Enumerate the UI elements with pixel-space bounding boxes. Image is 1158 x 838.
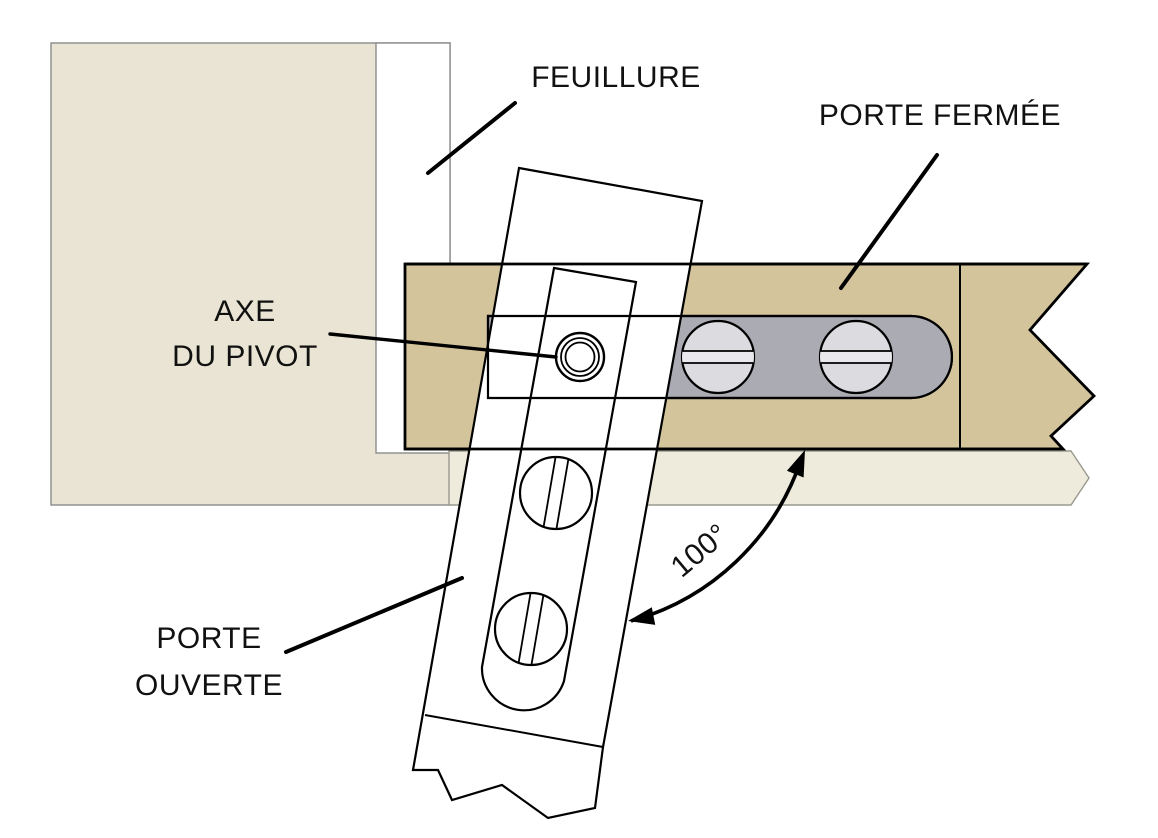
leader-feuillure <box>426 101 517 175</box>
pivot-axis <box>554 331 606 383</box>
screw-slot-lines <box>682 350 754 364</box>
feuillure-label: FEUILLURE <box>531 61 701 94</box>
leader-axe-pivot <box>328 332 558 359</box>
porte-fermee-label: PORTE FERMÉE <box>819 99 1061 132</box>
pivot-inner-circle <box>564 341 596 373</box>
screw-head <box>493 591 569 667</box>
hinge-plate-closed <box>486 314 954 400</box>
arrowhead-up-icon <box>786 450 805 478</box>
screw-open-2 <box>493 591 569 667</box>
porte-ouverte-label-line2: OUVERTE <box>135 669 283 702</box>
angle-arc <box>630 459 803 623</box>
porte-ouverte-label-line1: PORTE <box>156 622 261 655</box>
hinge-plate-closed-outline-overlay <box>486 314 954 400</box>
screw-open-1 <box>518 455 594 531</box>
leader-porte-fermee <box>839 153 939 290</box>
labels: FEUILLURE PORTE FERMÉE AXE DU PIVOT PORT… <box>135 61 1061 702</box>
screw-slot-band <box>820 351 892 363</box>
screw-slot-lines <box>516 593 546 665</box>
screw-slot-band <box>682 351 754 363</box>
screw-closed-2 <box>818 319 894 395</box>
arrowhead-left-icon <box>628 607 656 625</box>
screw-head <box>518 455 594 531</box>
axe-pivot-label-line1: AXE <box>214 295 276 328</box>
screw-slot-lines <box>820 350 892 364</box>
axe-pivot-label-line2: DU PIVOT <box>172 340 318 373</box>
leader-lines <box>284 101 939 654</box>
screw-closed-1 <box>680 319 756 395</box>
open-door-screws <box>493 455 594 667</box>
open-door-break-line <box>424 714 604 748</box>
screw-slot-lines <box>541 457 571 529</box>
overlay-outlines <box>405 262 1087 451</box>
wall-block <box>50 42 451 506</box>
leader-porte-ouverte <box>284 576 464 654</box>
